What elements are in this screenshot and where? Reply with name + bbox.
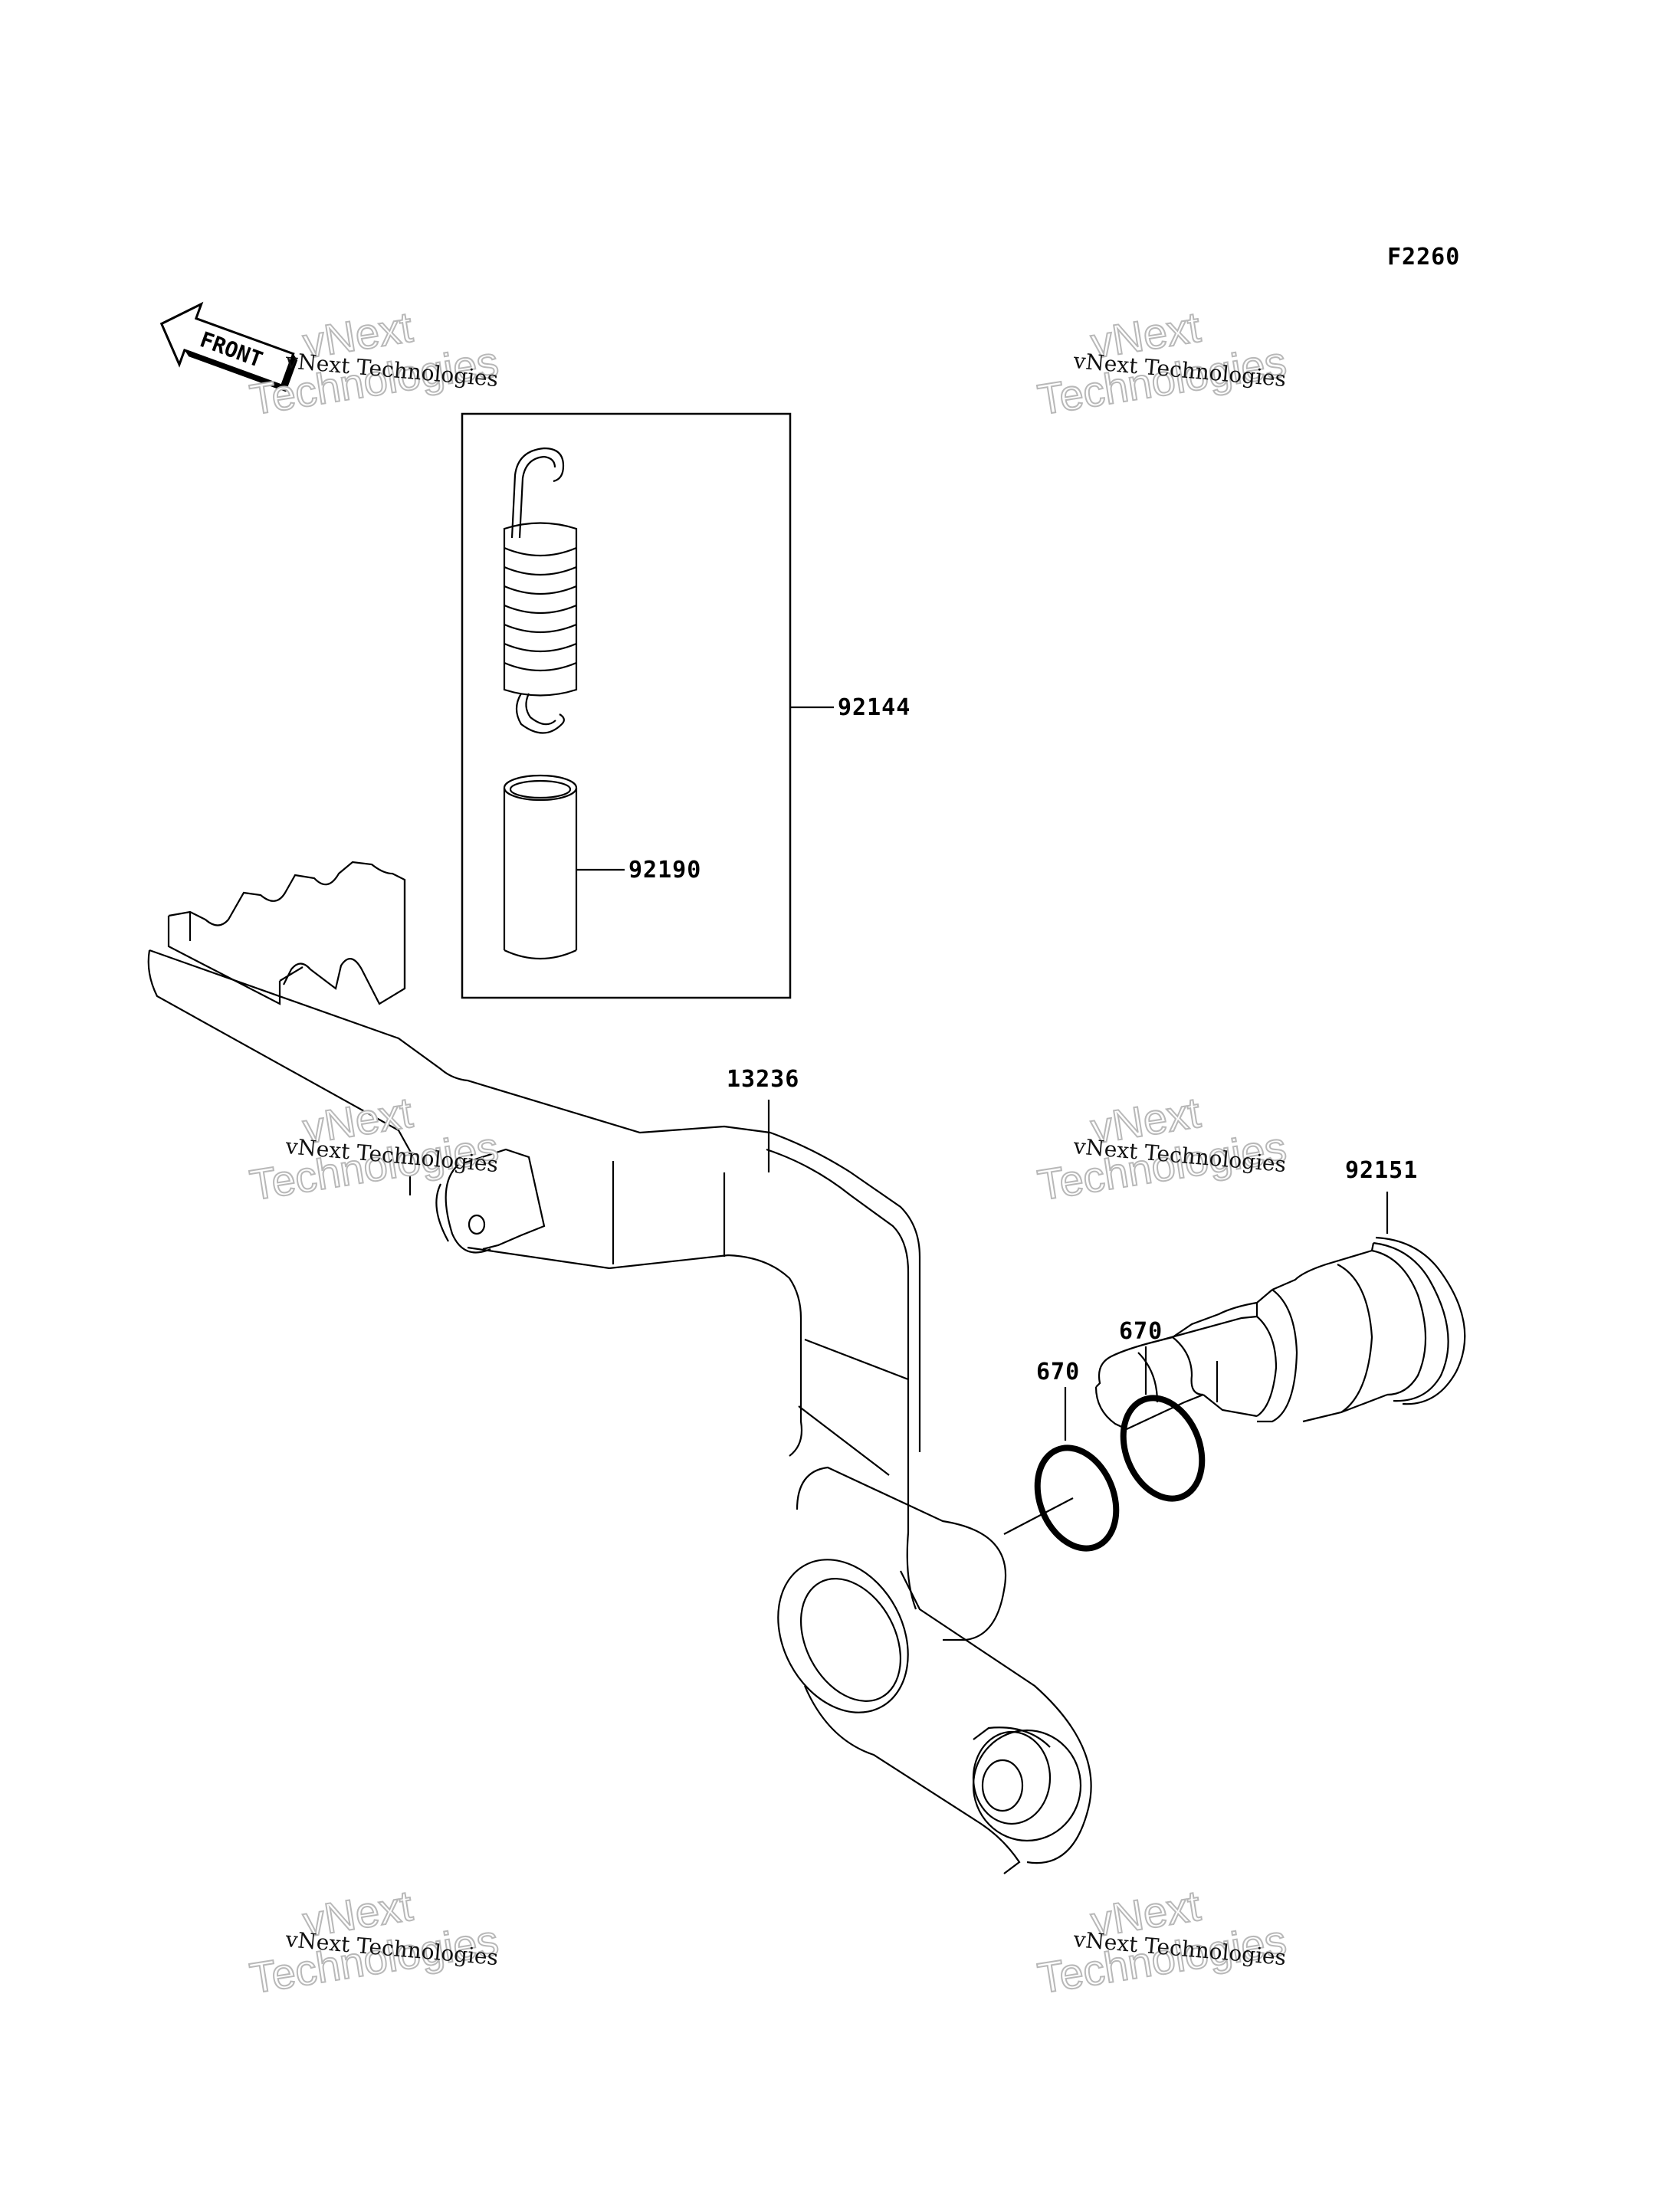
label-92190: 92190 bbox=[628, 857, 701, 884]
label-670-b: 670 bbox=[1119, 1318, 1163, 1345]
label-670-a: 670 bbox=[1036, 1359, 1080, 1385]
leader-ring-axis bbox=[1003, 1497, 1074, 1535]
label-13236: 13236 bbox=[727, 1066, 799, 1093]
spring-kit-box bbox=[461, 412, 792, 999]
o-ring-2-icon bbox=[1120, 1395, 1206, 1502]
pivot-shaft-icon bbox=[1094, 1236, 1466, 1430]
label-92144: 92144 bbox=[838, 694, 911, 721]
o-ring-1-icon bbox=[1034, 1444, 1120, 1552]
return-spring-icon bbox=[503, 447, 578, 734]
watermark: vNext Technologies vNext Technologies vN… bbox=[246, 302, 1291, 2003]
label-92151: 92151 bbox=[1345, 1157, 1418, 1184]
collar-icon bbox=[503, 774, 578, 960]
figure-code: F2260 bbox=[1387, 244, 1460, 271]
brake-pedal-icon bbox=[147, 861, 1092, 1874]
